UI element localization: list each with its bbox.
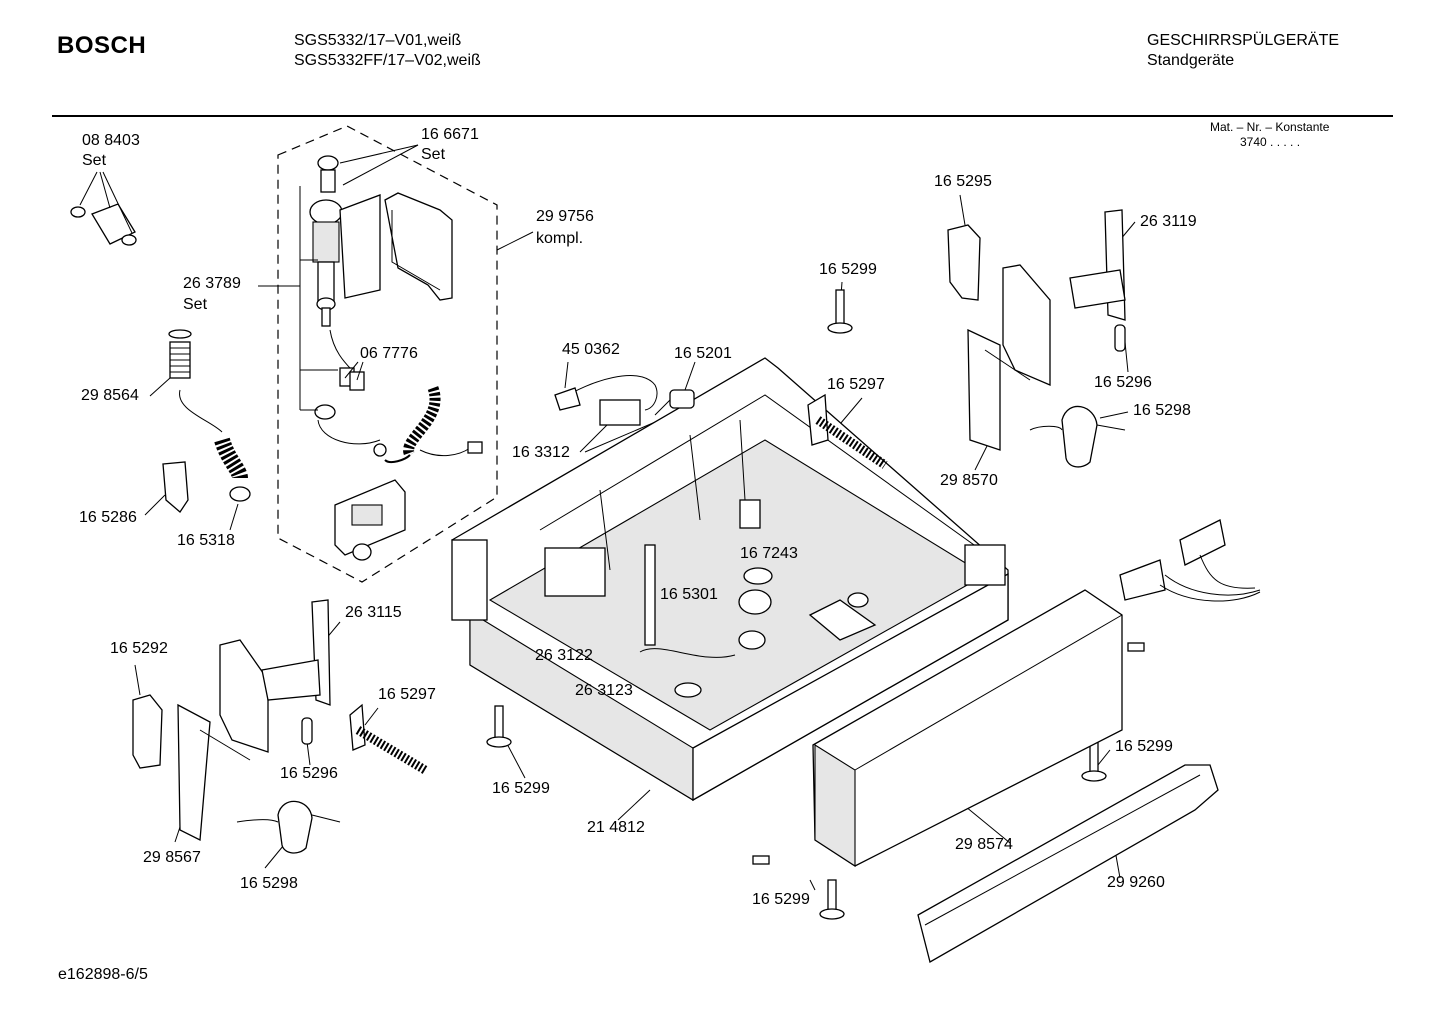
spring-part xyxy=(349,393,888,774)
plinth-panel-part xyxy=(917,764,1219,963)
clip-part xyxy=(162,461,189,513)
kick-plate-part xyxy=(812,589,1123,868)
inlet-valve-part xyxy=(309,155,453,445)
aquastop-box-part xyxy=(334,479,406,561)
part-label: 16 5298 xyxy=(240,875,298,892)
part-label: 16 5298 xyxy=(1133,402,1191,419)
part-label: kompl. xyxy=(536,230,584,247)
part-label: 29 9260 xyxy=(1107,874,1165,891)
model-line-1: SGS5332/17–V01,weiß xyxy=(294,32,462,49)
part-label: 16 5299 xyxy=(819,261,877,278)
part-label: 16 5301 xyxy=(660,586,718,603)
left-bracket-parts xyxy=(132,599,341,854)
part-label: 29 9756 xyxy=(536,208,594,225)
part-label: 26 3123 xyxy=(575,682,633,699)
brine-hose-part xyxy=(168,329,251,502)
part-label: Set xyxy=(82,152,107,169)
part-label: 16 5296 xyxy=(280,765,338,782)
connector-parts xyxy=(1119,519,1261,602)
part-label: 16 3312 xyxy=(512,444,570,461)
part-label: Set xyxy=(421,146,446,163)
brand-logo: BOSCH xyxy=(57,32,147,59)
part-label: 29 8574 xyxy=(955,836,1013,853)
part-label: 16 5292 xyxy=(110,640,168,657)
part-label: 26 3789 xyxy=(183,275,241,292)
part-label: Set xyxy=(183,296,208,313)
part-label: 16 5286 xyxy=(79,509,137,526)
inlet-hose-part xyxy=(373,386,483,464)
part-label: 16 5296 xyxy=(1094,374,1152,391)
part-label: 29 8570 xyxy=(940,472,998,489)
subcategory-title: Standgeräte xyxy=(1147,52,1235,69)
mat-nr-title: Mat. – Nr. – Konstante xyxy=(1210,120,1330,134)
part-label: 16 5297 xyxy=(378,686,436,703)
part-label: 16 7243 xyxy=(740,545,798,562)
part-label: 26 3115 xyxy=(345,604,402,621)
part-label: 29 8564 xyxy=(81,387,139,404)
mat-nr-value: 3740 . . . . . xyxy=(1240,135,1301,149)
category-title: GESCHIRRSPÜLGERÄTE xyxy=(1147,32,1340,49)
part-label: 16 5299 xyxy=(752,891,810,908)
part-label: 29 8567 xyxy=(143,849,201,866)
screw-part xyxy=(486,289,1145,920)
part-label: 16 5299 xyxy=(492,780,550,797)
part-label: 21 4812 xyxy=(587,819,645,836)
model-line-2: SGS5332FF/17–V02,weiß xyxy=(294,52,481,69)
document-id: e162898-6/5 xyxy=(58,966,148,983)
part-label: 06 7776 xyxy=(360,345,418,362)
part-label: 16 5318 xyxy=(177,532,235,549)
part-label: 26 3122 xyxy=(535,647,593,664)
part-label: 16 6671 xyxy=(421,126,479,143)
part-label: 16 5297 xyxy=(827,376,885,393)
base-tub-part xyxy=(451,357,1009,802)
part-label: 08 8403 xyxy=(82,132,140,149)
part-label: 26 3119 xyxy=(1140,213,1197,230)
part-label: 45 0362 xyxy=(562,341,620,358)
part-label: 16 5295 xyxy=(934,173,992,190)
hose-clamp-set-part xyxy=(70,203,137,246)
part-label: 16 5201 xyxy=(674,345,732,362)
right-bracket-parts xyxy=(947,209,1126,468)
wiring-harness-part xyxy=(554,375,695,426)
part-label: 16 5299 xyxy=(1115,738,1173,755)
